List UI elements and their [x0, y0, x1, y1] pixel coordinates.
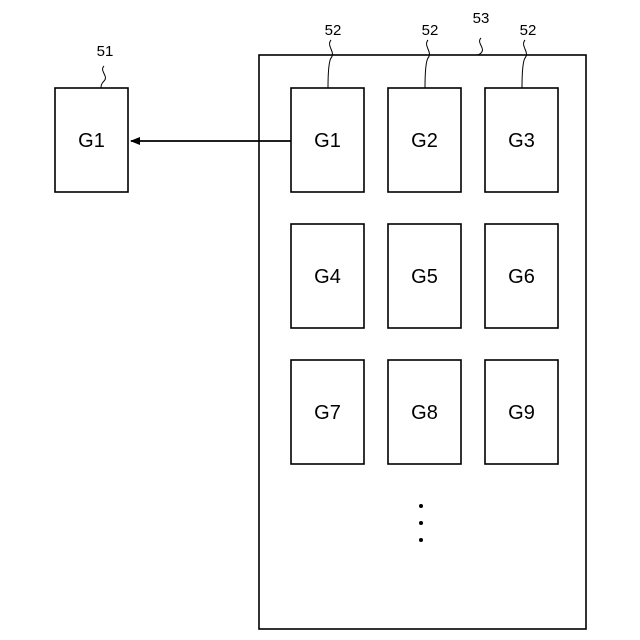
- tile-g1-label: G1: [314, 130, 341, 152]
- tile-g4-label: G4: [314, 266, 341, 288]
- tile-g2-label: G2: [411, 130, 438, 152]
- tile-g4: G4: [291, 224, 364, 328]
- selected-tile-leader: [101, 66, 105, 88]
- selected-tile: G1: [55, 88, 128, 192]
- tile-g7: G7: [291, 360, 364, 464]
- tile-g3-ref: 52: [520, 22, 537, 39]
- tile-g3-label: G3: [508, 130, 535, 152]
- tile-g1: G1: [291, 88, 364, 192]
- tile-g9-label: G9: [508, 402, 535, 424]
- continuation-dot: [419, 504, 423, 508]
- selected-tile-ref: 51: [97, 43, 114, 60]
- tile-g2: G2: [388, 88, 461, 192]
- selected-tile-label: G1: [78, 130, 105, 152]
- continuation-dot: [419, 521, 423, 525]
- continuation-dot: [419, 538, 423, 542]
- tile-g5-label: G5: [411, 266, 438, 288]
- tile-g2-ref: 52: [422, 22, 439, 39]
- tile-g9: G9: [485, 360, 558, 464]
- tile-g8: G8: [388, 360, 461, 464]
- tile-g6-label: G6: [508, 266, 535, 288]
- tile-g7-label: G7: [314, 402, 341, 424]
- tile-g5: G5: [388, 224, 461, 328]
- tile-panel-ref: 53: [473, 10, 490, 27]
- tile-panel-leader: [477, 38, 482, 55]
- tile-g8-label: G8: [411, 402, 438, 424]
- tile-g1-ref: 52: [325, 22, 342, 39]
- tile-g3: G3: [485, 88, 558, 192]
- tile-g6: G6: [485, 224, 558, 328]
